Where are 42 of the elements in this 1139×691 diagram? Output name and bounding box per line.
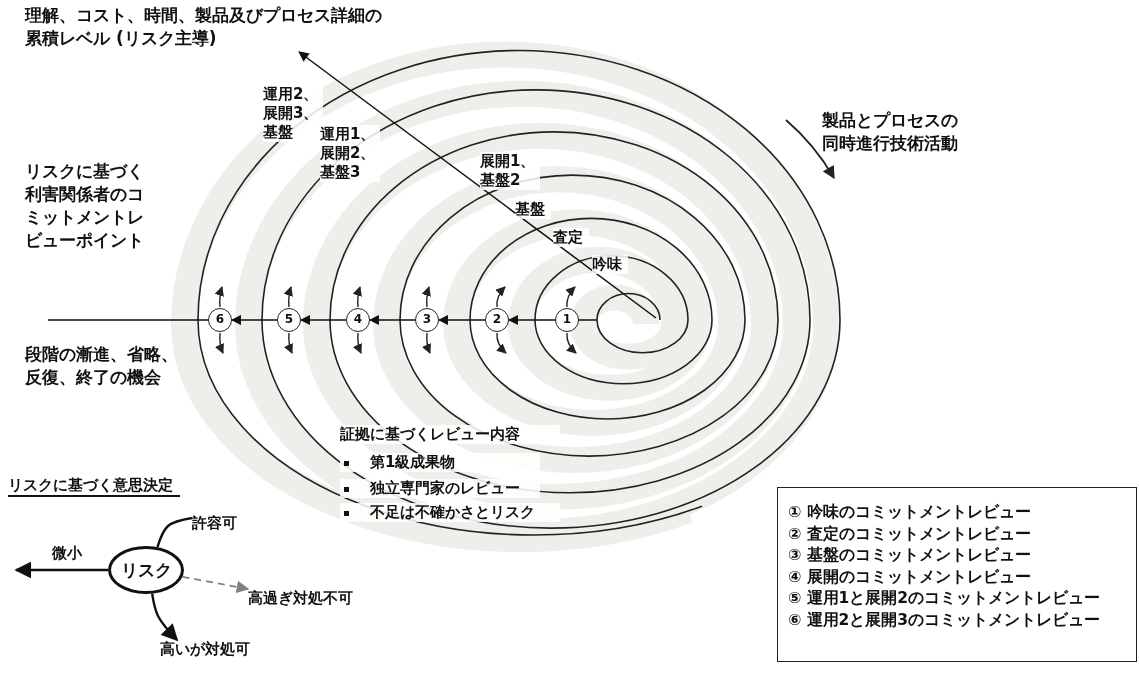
review-circle: 5 <box>277 308 301 332</box>
bullet-item: 不足は不確かさとリスク <box>340 503 560 522</box>
review-circle: 4 <box>346 308 370 332</box>
arrow <box>298 51 657 319</box>
arrow <box>507 314 556 326</box>
arrow <box>151 593 179 642</box>
connector-line <box>578 319 598 321</box>
annotation-text: 製品とプロセスの同時進行技術活動 <box>822 109 959 155</box>
legend-item: ⑥ 運用2と展開3のコミットメントレビュー <box>788 609 1102 631</box>
bullet-item: 第1級成果物 <box>340 453 540 472</box>
arrow <box>299 314 347 326</box>
connector-line <box>47 319 209 321</box>
review-circle: 2 <box>485 308 509 332</box>
edge-label: 微小 <box>52 544 82 563</box>
phase-label: 基盤 <box>515 200 551 219</box>
legend-item: ② 査定のコミットメントレビュー <box>788 523 1032 545</box>
legend-item: ③ 基盤のコミットメントレビュー <box>788 545 1032 566</box>
review-circle: 1 <box>555 308 579 332</box>
review-circle: 3 <box>415 308 439 332</box>
legend-item: ① 吟味のコミットメントレビュー <box>788 502 1032 523</box>
outcome-text: 許容可 <box>192 514 252 536</box>
phase-label: 吟味 <box>592 255 628 274</box>
connector-line <box>156 516 193 548</box>
section-heading: 証拠に基づくレビュー内容 <box>340 425 560 444</box>
arrow <box>437 314 486 326</box>
bullet-item: 独立専門家のレビュー <box>340 479 540 498</box>
legend-item: ④ 展開のコミットメントレビュー <box>788 566 1032 588</box>
legend-item: ⑤ 運用1と展開2のコミットメントレビュー <box>788 588 1102 609</box>
annotation-text: 段階の漸進、省略、反復、終了の機会 <box>25 343 179 389</box>
phase-label: 展開1、基盤2 <box>480 152 540 190</box>
arrow <box>230 314 278 326</box>
arrow <box>368 314 416 326</box>
phase-label: 査定 <box>553 228 589 247</box>
annotation-text: 理解、コスト、時間、製品及びプロセス詳細の累積レベル (リスク主導) <box>25 4 387 52</box>
review-circle: 6 <box>208 308 232 332</box>
annotation-text: リスクに基づく利害関係者のコミットメントレビューポイント <box>25 160 145 252</box>
risk-ellipse: リスク <box>108 546 184 594</box>
arrow <box>181 575 250 594</box>
outcome-text: 高いが対処可 <box>160 640 264 662</box>
arrow <box>14 561 108 579</box>
outcome-text: 高過ぎ対処不可 <box>248 589 366 611</box>
section-heading: リスクに基づく意思決定 <box>8 476 180 497</box>
